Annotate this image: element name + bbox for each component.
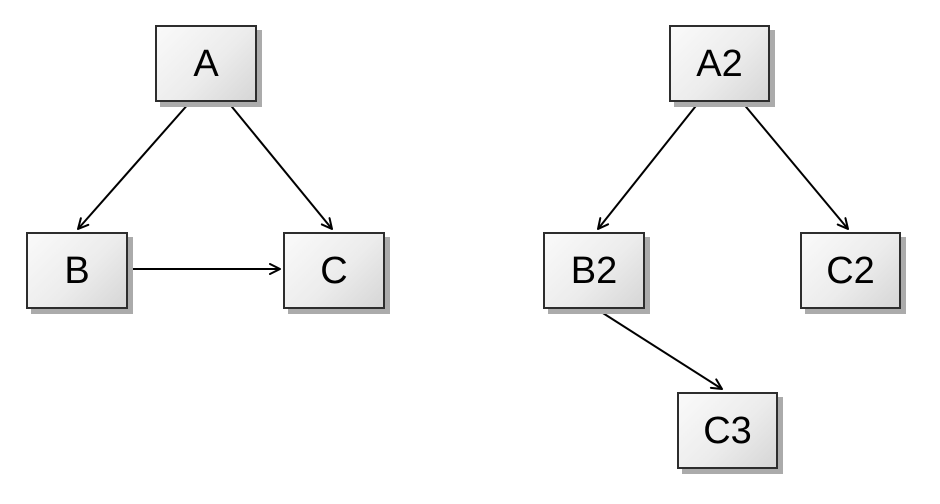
edge-B2-C3	[594, 307, 723, 390]
node-label-B2: B2	[570, 249, 618, 292]
node-B2: B2	[543, 232, 645, 309]
node-label-C2: C2	[826, 249, 875, 292]
edge-A2-C2	[741, 101, 849, 230]
edge-A2-B2	[597, 101, 700, 230]
edge-A-C	[227, 101, 333, 230]
node-label-A2: A2	[696, 42, 743, 85]
edge-A-B	[77, 101, 191, 230]
node-C3: C3	[677, 392, 778, 469]
node-label-A: A	[193, 42, 219, 85]
node-B: B	[26, 232, 128, 309]
node-C: C	[283, 232, 385, 309]
node-label-C: C	[320, 249, 348, 292]
node-A2: A2	[669, 25, 770, 102]
node-label-B: B	[64, 249, 90, 292]
node-A: A	[155, 25, 257, 102]
node-C2: C2	[800, 232, 901, 309]
node-label-C3: C3	[703, 409, 752, 452]
